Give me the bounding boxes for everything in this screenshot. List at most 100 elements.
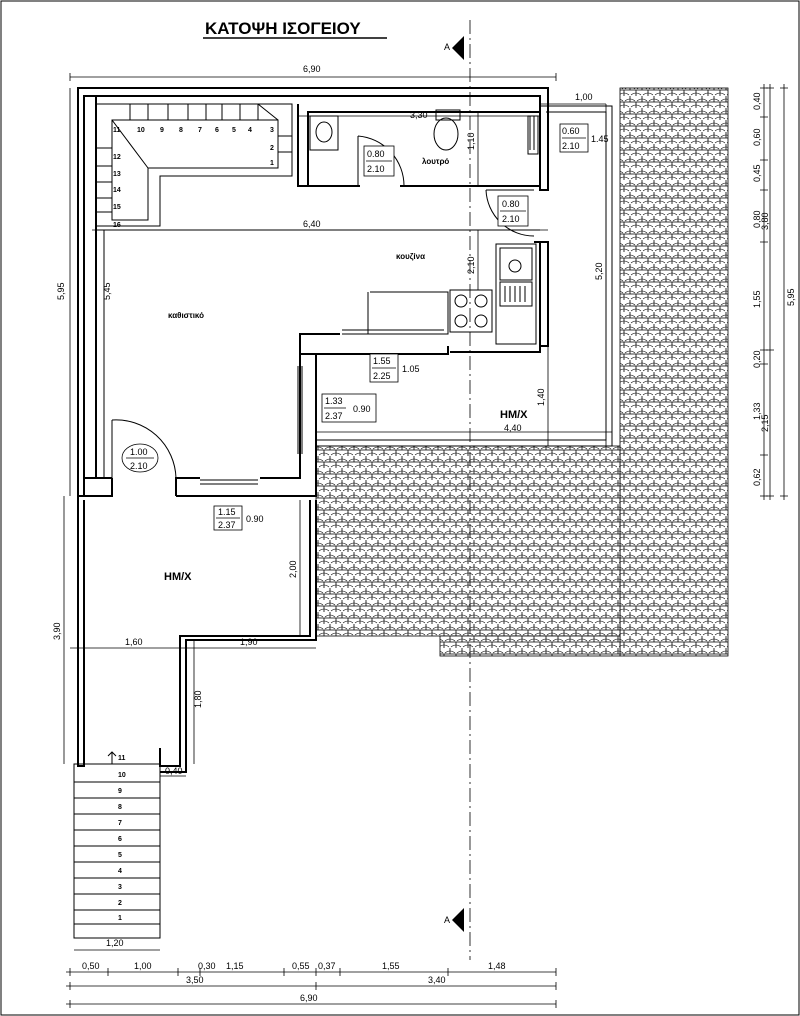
svg-text:2.10: 2.10 xyxy=(502,214,520,224)
svg-text:0,60: 0,60 xyxy=(752,128,762,146)
svg-text:0,50: 0,50 xyxy=(82,961,100,971)
svg-text:1,48: 1,48 xyxy=(488,961,506,971)
svg-text:1,60: 1,60 xyxy=(125,637,143,647)
svg-text:1,80: 1,80 xyxy=(193,690,203,708)
svg-text:1.33: 1.33 xyxy=(325,396,343,406)
svg-text:5,45: 5,45 xyxy=(102,282,112,300)
stair-step: 6 xyxy=(215,127,219,134)
stair-step: 8 xyxy=(179,127,183,134)
svg-text:5,95: 5,95 xyxy=(786,288,796,306)
stair-step: 9 xyxy=(160,127,164,134)
opening-kitchen-window: 1.55 2.25 1.05 xyxy=(369,353,420,383)
svg-text:3,30: 3,30 xyxy=(410,110,428,120)
svg-text:5,95: 5,95 xyxy=(56,282,66,300)
svg-text:1,00: 1,00 xyxy=(575,92,593,102)
svg-text:2.25: 2.25 xyxy=(373,371,391,381)
svg-text:6,90: 6,90 xyxy=(303,64,321,74)
svg-text:5,20: 5,20 xyxy=(594,262,604,280)
stair-step: 8 xyxy=(118,804,122,811)
svg-text:3,90: 3,90 xyxy=(52,622,62,640)
plan-title: ΚΑΤΟΨΗ ΙΣΟΓΕΙΟΥ xyxy=(205,19,361,38)
svg-text:2.10: 2.10 xyxy=(130,461,148,471)
room-label-semi-open-upper: ΗΜ/Χ xyxy=(500,409,528,421)
svg-text:1,55: 1,55 xyxy=(382,961,400,971)
svg-text:2.37: 2.37 xyxy=(218,520,236,530)
svg-text:1,00: 1,00 xyxy=(134,961,152,971)
svg-text:2,10: 2,10 xyxy=(466,256,476,274)
stair-step: 3 xyxy=(118,884,122,891)
svg-text:2.10: 2.10 xyxy=(367,164,385,174)
stair-step: 4 xyxy=(118,868,122,875)
section-label-top: A xyxy=(444,42,450,52)
svg-text:1,90: 1,90 xyxy=(240,637,258,647)
section-label-bottom: A xyxy=(444,915,450,925)
room-label-semi-open-lower: ΗΜ/Χ xyxy=(164,571,192,583)
door-swings xyxy=(111,135,535,479)
stair-step: 7 xyxy=(118,820,122,827)
svg-text:1,20: 1,20 xyxy=(106,938,124,948)
stair-step: 13 xyxy=(113,171,121,178)
svg-text:6,90: 6,90 xyxy=(300,993,318,1003)
kitchen-fixtures xyxy=(449,243,537,345)
svg-text:0.80: 0.80 xyxy=(367,149,385,159)
svg-text:2.37: 2.37 xyxy=(325,411,343,421)
svg-text:1.15: 1.15 xyxy=(218,507,236,517)
vertical-dimension-labels: 5,95 5,45 1,10 2,10 5,20 1,40 2,00 3,90 … xyxy=(52,92,796,708)
room-label-living: καθιστικό xyxy=(168,311,204,320)
stair-step: 11 xyxy=(113,127,121,134)
opening-bath-door: 0.80 2.10 xyxy=(363,145,395,177)
svg-text:0,37: 0,37 xyxy=(318,961,336,971)
svg-text:0,62: 0,62 xyxy=(752,468,762,486)
svg-text:0,20: 0,20 xyxy=(752,350,762,368)
stair-step: 3 xyxy=(270,127,274,134)
stair-step: 14 xyxy=(113,187,121,194)
lower-area xyxy=(77,496,317,773)
stair-step: 1 xyxy=(118,915,122,922)
svg-text:2.10: 2.10 xyxy=(562,141,580,151)
stair-step: 15 xyxy=(113,204,121,211)
svg-text:0,40: 0,40 xyxy=(165,766,183,776)
svg-text:0.80: 0.80 xyxy=(502,199,520,209)
svg-text:0,45: 0,45 xyxy=(752,164,762,182)
stair-step: 1 xyxy=(270,160,274,167)
svg-text:4,40: 4,40 xyxy=(504,423,522,433)
stair-step: 5 xyxy=(118,852,122,859)
room-label-bath: λουτρό xyxy=(422,157,449,166)
svg-text:1.05: 1.05 xyxy=(402,364,420,374)
stair-step: 2 xyxy=(118,900,122,907)
svg-text:0.90: 0.90 xyxy=(246,514,264,524)
svg-text:1.45: 1.45 xyxy=(591,134,609,144)
svg-text:1,15: 1,15 xyxy=(226,961,244,971)
svg-text:1,33: 1,33 xyxy=(752,402,762,420)
svg-text:0,30: 0,30 xyxy=(198,961,216,971)
svg-text:3,80: 3,80 xyxy=(760,212,770,230)
svg-text:0,40: 0,40 xyxy=(752,92,762,110)
svg-text:0,55: 0,55 xyxy=(292,961,310,971)
stair-step: 12 xyxy=(113,154,121,161)
stair-step: 10 xyxy=(118,772,126,779)
upper-stairs: 11 10 9 8 7 6 5 4 3 2 1 12 13 14 15 16 xyxy=(96,103,293,229)
stair-step: 9 xyxy=(118,788,122,795)
dimension-labels: 6,90 3,30 1,00 6,40 4,40 1,60 1,90 0,40 … xyxy=(82,64,593,1003)
stair-step: 7 xyxy=(198,127,202,134)
svg-text:1,10: 1,10 xyxy=(466,132,476,150)
svg-text:1,40: 1,40 xyxy=(536,388,546,406)
svg-text:2,00: 2,00 xyxy=(288,560,298,578)
stair-step: 4 xyxy=(248,127,252,134)
stair-step: 5 xyxy=(232,127,236,134)
stair-step: 11 xyxy=(118,755,126,762)
opening-kitchen-door: 0.80 2.10 xyxy=(497,195,529,227)
opening-bath-window: 0.60 2.10 1.45 xyxy=(559,123,609,153)
section-arrow-top xyxy=(452,36,464,60)
svg-text:1.00: 1.00 xyxy=(130,447,148,457)
dimension-lines xyxy=(63,73,788,1008)
stair-step: 16 xyxy=(113,222,121,229)
room-label-kitchen: κουζίνα xyxy=(396,252,425,261)
svg-text:0.90: 0.90 xyxy=(353,404,371,414)
svg-text:3,50: 3,50 xyxy=(186,975,204,985)
window-marks xyxy=(200,116,535,485)
stair-step: 10 xyxy=(137,127,145,134)
svg-text:0.60: 0.60 xyxy=(562,126,580,136)
opening-side-window: 1.33 2.37 0.90 xyxy=(321,393,377,423)
